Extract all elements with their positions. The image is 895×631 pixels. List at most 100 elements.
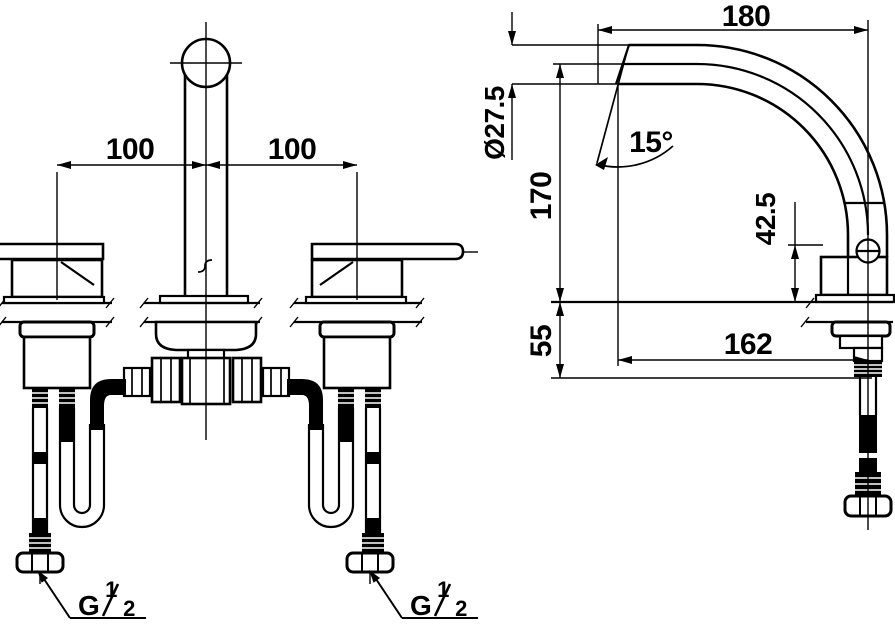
side-thread-nut-facets bbox=[859, 496, 877, 516]
hex-adapter-right bbox=[261, 366, 291, 398]
dim-diameter-arrows bbox=[508, 31, 516, 98]
right-thread-nut-facets bbox=[361, 553, 379, 572]
fraction-slashes bbox=[101, 583, 452, 617]
dim-42-5-arrows bbox=[791, 245, 799, 302]
right-valve-body bbox=[322, 335, 392, 390]
dimension-labels: 100 100 180 162 15° Ø27.5 170 42.5 55 G … bbox=[78, 0, 781, 621]
right-valve-assembly bbox=[318, 320, 396, 408]
right-thread-denominator: 2 bbox=[455, 596, 467, 621]
spout-centerline-mark bbox=[197, 259, 213, 273]
left-thread-leader-arrow bbox=[37, 570, 48, 583]
dim-170-label: 170 bbox=[525, 172, 558, 221]
left-lever-bar bbox=[0, 242, 105, 261]
right-loop-hose-band bbox=[339, 408, 353, 442]
dim-162-label: 162 bbox=[724, 328, 773, 361]
left-thread-nut-facets bbox=[31, 553, 49, 572]
angle-reference-line bbox=[596, 43, 630, 164]
left-inner-port-ridges bbox=[59, 392, 75, 404]
right-handle bbox=[304, 242, 478, 305]
left-thread-leader bbox=[41, 575, 146, 619]
dim-180-lines bbox=[597, 24, 868, 84]
side-view bbox=[508, 12, 895, 530]
dim-100-left-label: 100 bbox=[106, 133, 155, 166]
dim-170-55-arrows bbox=[556, 64, 564, 378]
left-supply-hose-band1 bbox=[33, 452, 47, 464]
deck-lines bbox=[2, 301, 422, 324]
thread-callouts bbox=[37, 570, 478, 619]
spout-column-front bbox=[183, 58, 229, 296]
tee-union-left bbox=[150, 356, 182, 404]
left-supply-hose-band2 bbox=[33, 518, 47, 534]
side-deck-lines bbox=[551, 300, 893, 324]
side-deck-break bbox=[800, 297, 815, 328]
right-handle-contour bbox=[319, 261, 354, 286]
dim-55-label: 55 bbox=[525, 325, 558, 357]
side-locknut bbox=[830, 320, 892, 338]
right-thread-leader-arrow bbox=[369, 570, 380, 583]
dim-100-right-label: 100 bbox=[268, 133, 317, 166]
left-handle-contour bbox=[60, 261, 95, 286]
left-loop-hose-band bbox=[60, 408, 74, 442]
left-supply-hose bbox=[31, 408, 49, 533]
left-elbow bbox=[90, 379, 126, 430]
hex-adapter-right-facets bbox=[270, 368, 282, 396]
spout-centerlines bbox=[170, 22, 242, 440]
left-valve-body bbox=[22, 335, 92, 390]
left-hoses bbox=[15, 379, 126, 584]
right-loop-hose bbox=[307, 408, 355, 529]
tee-union-right-facets bbox=[241, 358, 253, 402]
side-hose-tube bbox=[858, 377, 878, 415]
spout-center-curve bbox=[622, 62, 870, 236]
side-flange bbox=[838, 334, 884, 350]
angle-arc-arrow bbox=[595, 157, 608, 170]
left-thread-prefix: G bbox=[78, 590, 99, 621]
deck-break-marks bbox=[0, 297, 425, 328]
left-thread-numerator: 1 bbox=[105, 577, 117, 602]
left-outer-port-ridges bbox=[32, 392, 48, 404]
tee-union-left-facets bbox=[160, 358, 172, 402]
front-view bbox=[0, 22, 478, 619]
hex-adapter-left bbox=[122, 366, 152, 398]
right-inner-port-ridges bbox=[338, 392, 354, 404]
right-supply-hose-band1 bbox=[366, 452, 380, 464]
spout-inner-curve bbox=[618, 82, 850, 257]
right-outer-port-ridges bbox=[365, 392, 381, 404]
right-thread-numerator: 1 bbox=[437, 577, 449, 602]
left-valve-assembly bbox=[18, 320, 96, 408]
right-thread-prefix: G bbox=[410, 590, 431, 621]
hex-adapter-left-facets bbox=[131, 368, 143, 396]
tee-block-facets bbox=[189, 358, 225, 404]
left-locknut bbox=[18, 320, 96, 339]
dim-170-55-lines bbox=[553, 63, 624, 378]
dim-diameter-label: Ø27.5 bbox=[479, 86, 510, 160]
side-body bbox=[819, 255, 889, 297]
right-hose-collar-ridges bbox=[362, 537, 384, 549]
right-supply-hose bbox=[364, 408, 382, 533]
right-locknut bbox=[318, 320, 396, 339]
dim-180-label: 180 bbox=[722, 0, 771, 33]
dim-handle-spacing bbox=[56, 161, 358, 300]
right-thread-nut bbox=[345, 551, 395, 574]
right-lever-bar bbox=[310, 242, 465, 261]
tee-union-right bbox=[231, 356, 263, 404]
spout-outer-curve bbox=[629, 43, 889, 257]
dim-100-arrows bbox=[57, 161, 357, 169]
right-supply-hose-band2 bbox=[366, 518, 380, 534]
dim-162-lines bbox=[617, 84, 868, 366]
side-under-deck bbox=[830, 320, 893, 518]
left-thread-denominator: 2 bbox=[123, 596, 135, 621]
left-handle bbox=[0, 242, 106, 305]
right-elbow bbox=[287, 379, 323, 430]
left-hose-collar-ridges bbox=[29, 537, 51, 549]
right-handle-escutcheon bbox=[304, 295, 408, 305]
dim-42-5-label: 42.5 bbox=[750, 193, 781, 246]
left-handle-escutcheon bbox=[2, 295, 106, 305]
right-thread-leader bbox=[373, 575, 478, 619]
dim-angle-label: 15° bbox=[629, 126, 673, 159]
dim-diameter-lines bbox=[511, 12, 630, 160]
left-thread-nut bbox=[15, 551, 65, 574]
left-loop-hose bbox=[58, 408, 106, 529]
side-dimensions bbox=[508, 12, 872, 379]
